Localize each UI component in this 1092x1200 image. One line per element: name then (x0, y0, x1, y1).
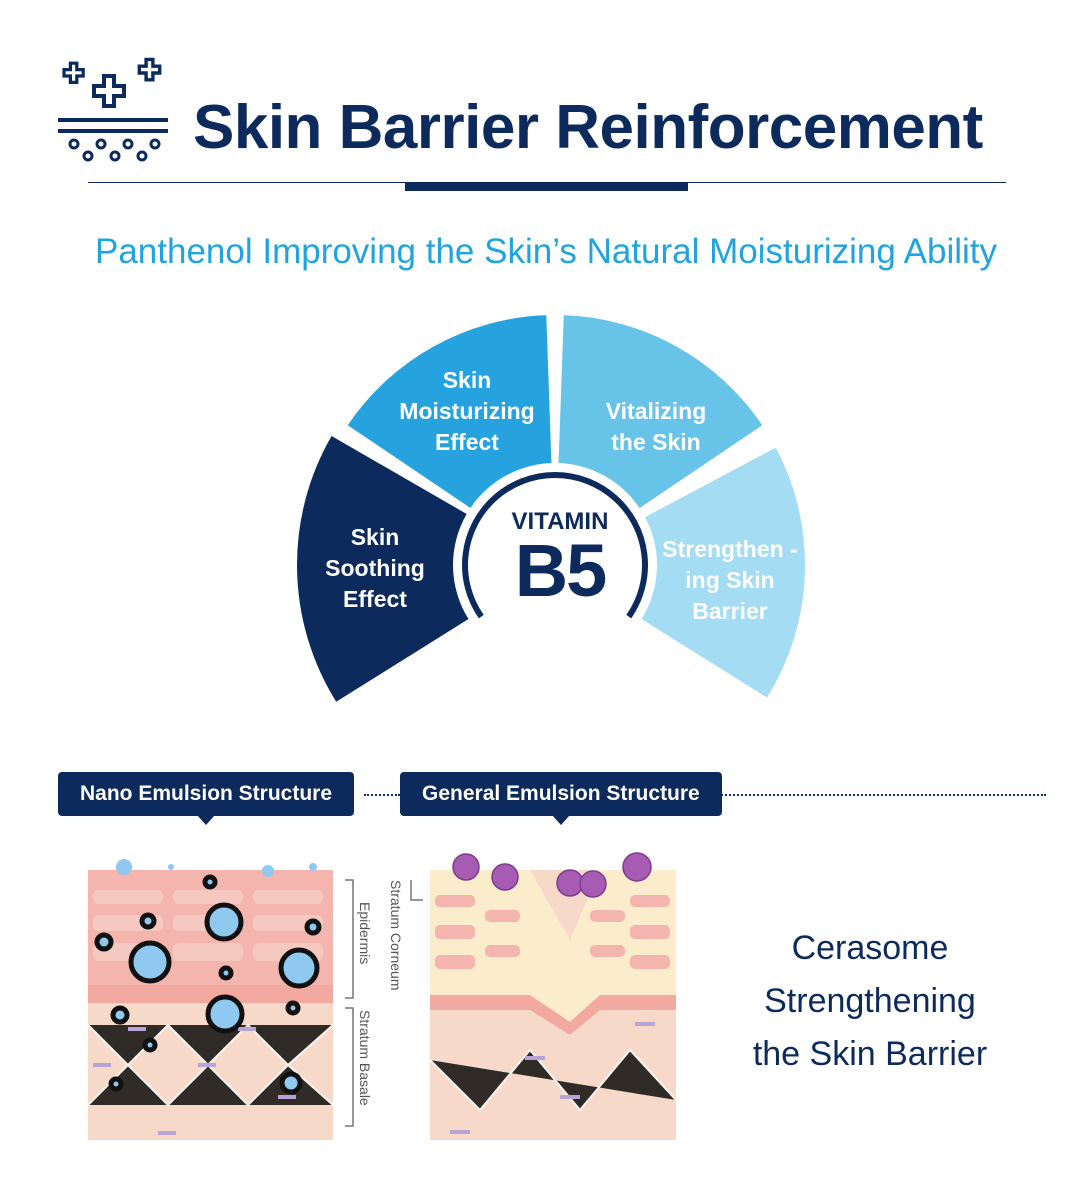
segment-moisturizing (347, 315, 552, 508)
corneum-bracket (410, 880, 423, 901)
segment-vitalizing (558, 315, 763, 508)
cerasome-line-3: the Skin Barrier (752, 1035, 988, 1073)
general-emulsion-tag: General Emulsion Structure (400, 772, 722, 825)
vitamin-b5-fan-diagram (297, 315, 805, 702)
page-title: Skin Barrier Reinforcement (193, 93, 983, 162)
label-stratum-basale: Stratum Basale (357, 1010, 373, 1106)
segment-barrier (641, 447, 805, 698)
dotted-connector (706, 794, 1046, 796)
cerasome-line-2: Strengthening (764, 982, 976, 1020)
center-vitamin: VITAMIN (511, 508, 609, 535)
segment-label-vitalizing: Vitalizing the Skin (605, 398, 707, 455)
center-ring (462, 472, 648, 619)
title-divider-accent (405, 182, 688, 191)
nano-emulsion-tag: Nano Emulsion Structure (58, 772, 355, 825)
label-stratum-corneum: Stratum Corneum (388, 880, 404, 991)
dotted-connector (364, 794, 400, 796)
layer-brackets (345, 879, 354, 1127)
cerasome-caption: Cerasome Strengthening the Skin Barrier (720, 922, 1020, 1081)
label-epidermis: Epidermis (357, 902, 373, 965)
segment-label-soothing: Skin Soothing Effect (325, 524, 425, 612)
center-b5: B5 (514, 529, 608, 612)
subtitle: Panthenol Improving the Skin’s Natural M… (94, 232, 998, 271)
skin-barrier-cross-icon (58, 57, 168, 162)
cerasome-line-1: Cerasome (791, 929, 949, 967)
segment-label-moisturizing: Skin Moisturizing Effect (399, 367, 535, 455)
nano-emulsion-skin-illustration (88, 859, 333, 1140)
segment-soothing (297, 436, 469, 702)
general-emulsion-skin-illustration (430, 852, 676, 1140)
segment-label-barrier: Strengthen -ing Skin Barrier (662, 536, 798, 624)
